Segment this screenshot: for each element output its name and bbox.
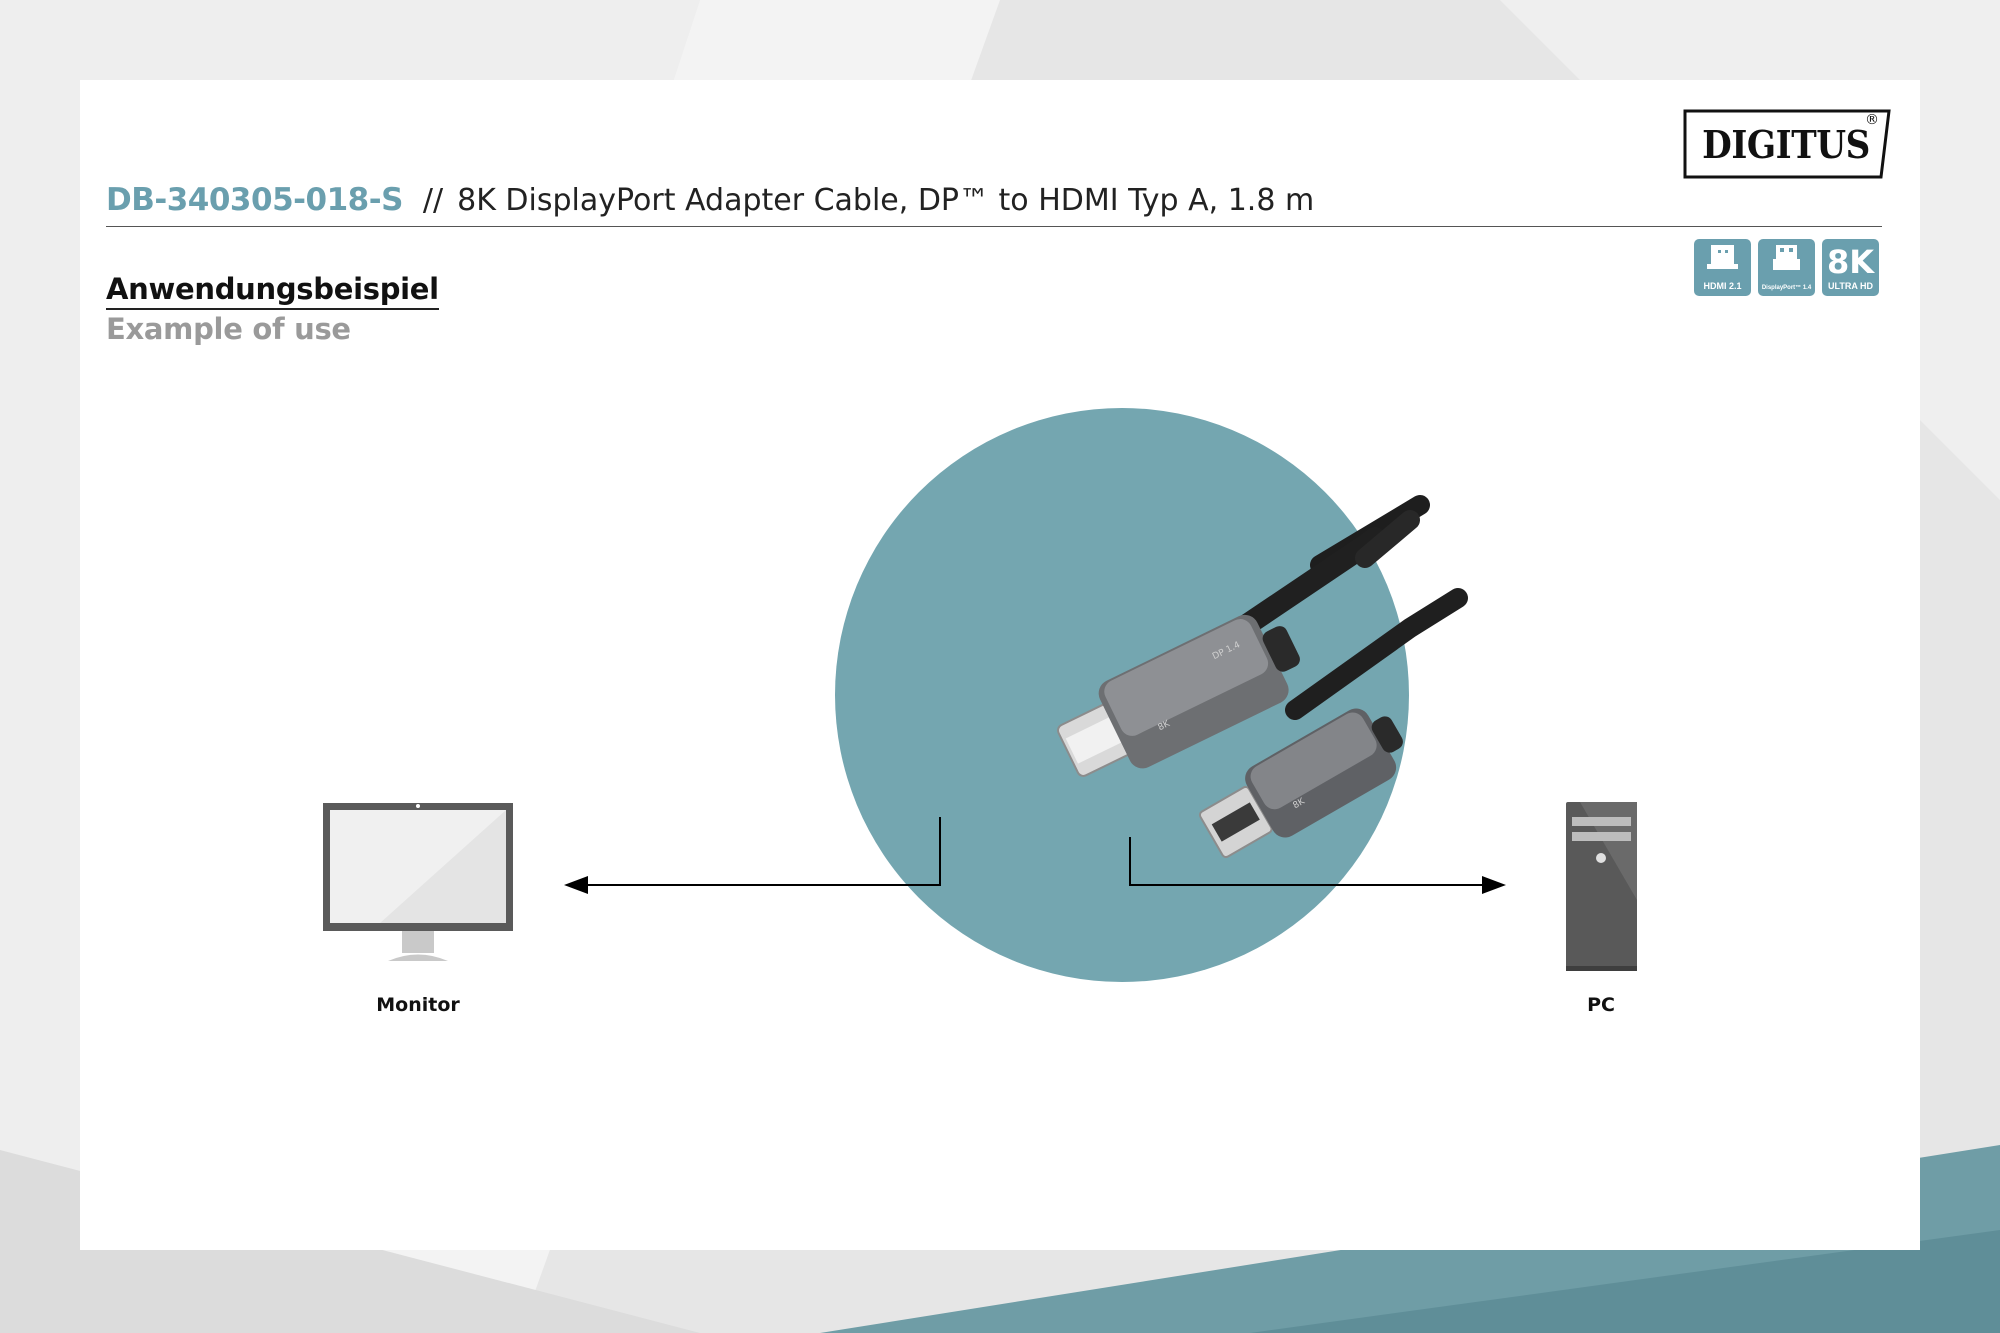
content-sheet: DIGITUS ® DB-340305-018-S // 8K DisplayPor… (80, 80, 1920, 1250)
registered-mark: ® (1865, 112, 1879, 128)
product-sku: DB-340305-018-S (106, 182, 403, 218)
displayport-14-badge: DisplayPort™ 1.4 (1758, 239, 1815, 296)
section-heading-english: Example of use (106, 312, 351, 346)
hdmi-21-badge: HDMI 2.1 (1694, 239, 1751, 296)
badge-label: DisplayPort™ 1.4 (1761, 285, 1812, 291)
8k-ultra-hd-badge: 8K ULTRA HD (1822, 239, 1879, 296)
connection-arrows (574, 817, 1496, 886)
cable-image: 8K DP 1.4 8K (1057, 495, 1468, 859)
pc-tower-icon (1566, 802, 1637, 971)
badge-label: ULTRA HD (1828, 281, 1873, 291)
title-separator: // (422, 183, 444, 218)
page-title: DB-340305-018-S // 8K DisplayPort Adapter … (106, 182, 1506, 232)
usage-diagram: 8K DP 1.4 8K (323, 408, 1637, 982)
badge-label: HDMI 2.1 (1703, 281, 1742, 291)
monitor-icon (323, 803, 513, 961)
hdmi-port-icon (1707, 245, 1738, 269)
product-title: 8K DisplayPort Adapter Cable, DP™ to HDM… (457, 183, 1315, 218)
displayport-icon (1773, 245, 1800, 270)
badge-big-text: 8K (1826, 243, 1875, 281)
arrow-right-icon (1482, 876, 1506, 894)
section-heading-german: Anwendungsbeispiel (106, 272, 439, 310)
pc-label: PC (1587, 994, 1615, 1016)
digitus-logo: DIGITUS ® (1681, 108, 1891, 180)
title-divider (106, 226, 1882, 227)
monitor-label: Monitor (376, 994, 460, 1016)
logo-text: DIGITUS (1702, 121, 1870, 167)
arrow-left-icon (564, 876, 588, 894)
